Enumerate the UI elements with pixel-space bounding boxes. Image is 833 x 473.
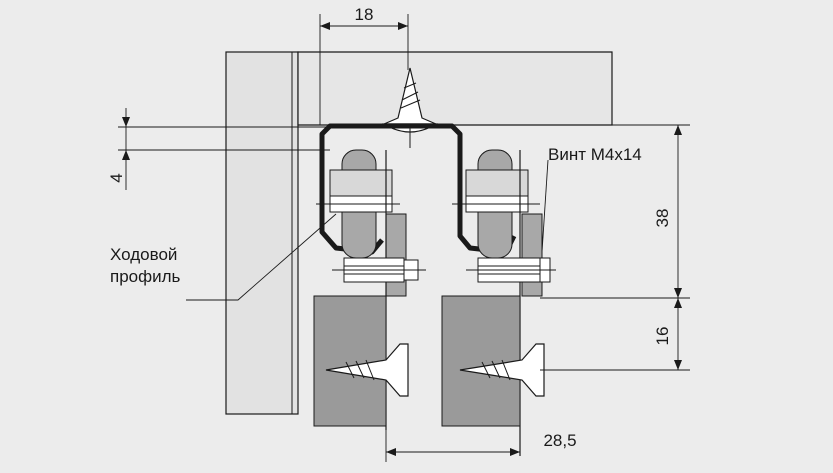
- dim-18-arrow-left: [320, 22, 330, 30]
- right-bolt: [466, 257, 556, 283]
- profile-label-line1: Ходовой: [110, 245, 177, 264]
- profile-leader: [186, 213, 337, 301]
- dim-38-label: 38: [653, 209, 672, 228]
- dim-38-arrow-bottom: [674, 288, 682, 298]
- dim-18-arrow-right: [398, 22, 408, 30]
- dim-285-arrow-right: [510, 448, 520, 456]
- profile-label-line2: профиль: [110, 267, 181, 286]
- dim-18-label: 18: [355, 5, 374, 24]
- side-panel: [225, 51, 299, 415]
- top-board: [297, 51, 613, 126]
- right-cabinet-side: [441, 295, 521, 427]
- left-bolt: [332, 257, 426, 283]
- screw-label: Винт М4х14: [548, 145, 642, 164]
- dim-16-arrow-top: [674, 298, 682, 308]
- dim-38-arrow-top: [674, 125, 682, 135]
- screw-leader: [541, 159, 549, 253]
- left-wood-screw: [325, 343, 409, 397]
- running-profile: [319, 123, 517, 255]
- dim-16-label: 16: [653, 327, 672, 346]
- left-cabinet-side: [313, 295, 387, 427]
- dim-16-arrow-bottom: [674, 360, 682, 370]
- dim-4-arrow-bottom: [122, 150, 130, 160]
- dim-4-arrow-top: [122, 117, 130, 127]
- dim-285-label: 28,5: [543, 431, 576, 450]
- dim-285-arrow-left: [386, 448, 396, 456]
- dim-4-label: 4: [107, 173, 126, 182]
